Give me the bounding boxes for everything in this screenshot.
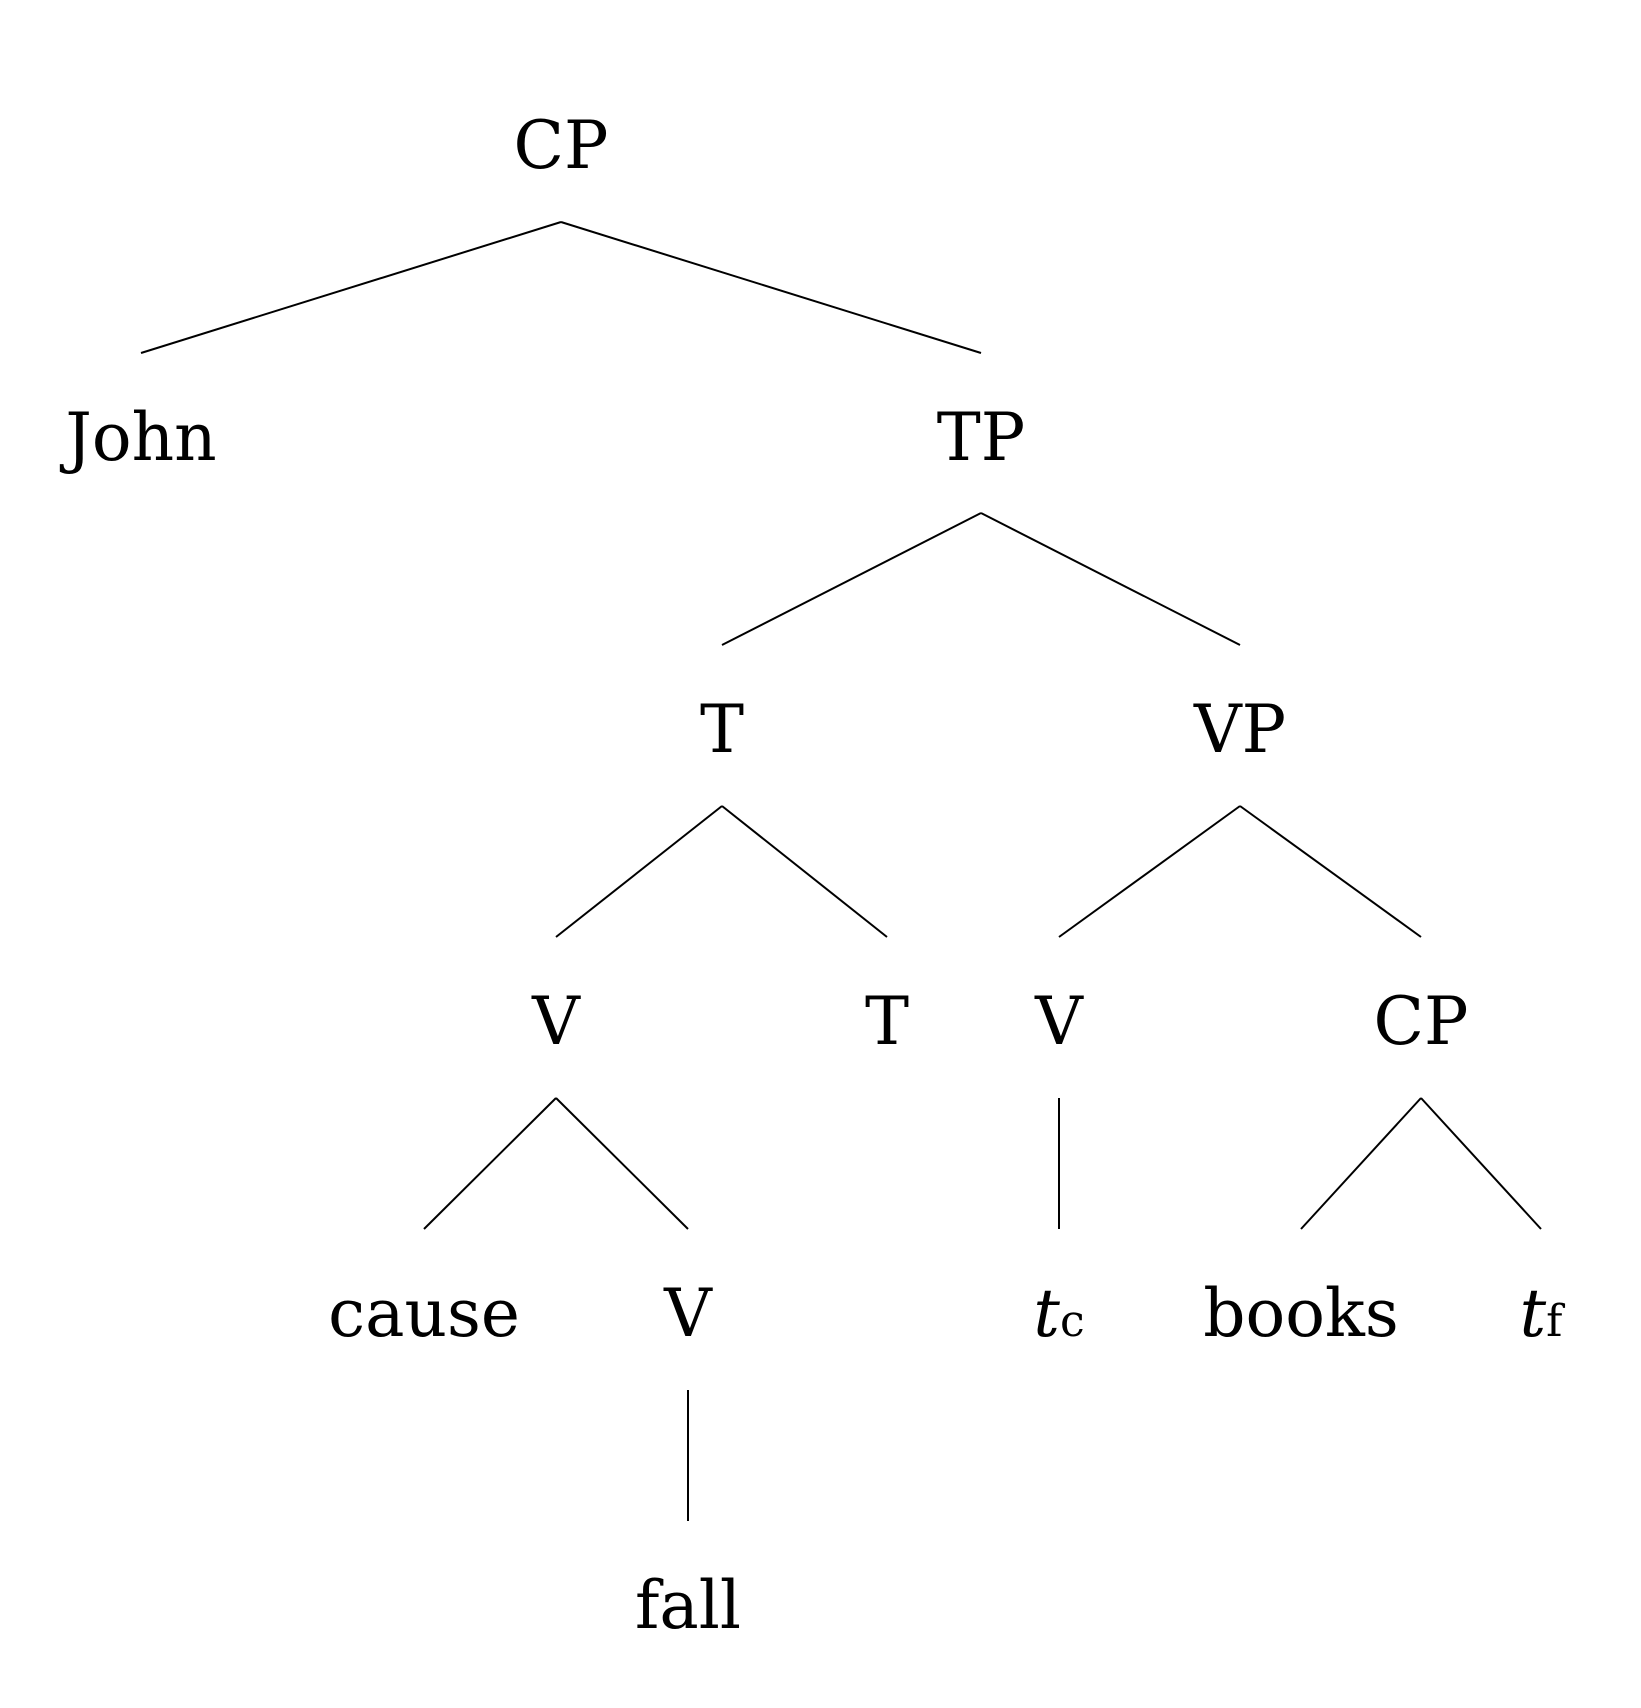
branch-cp-tp bbox=[560, 221, 982, 354]
branch-vp-cp bbox=[1239, 805, 1422, 938]
node-trace-f: tf bbox=[1520, 1275, 1566, 1352]
node-v-lower: V bbox=[663, 1275, 713, 1352]
node-trace-c: tc bbox=[1033, 1275, 1084, 1352]
tree-branches bbox=[140, 221, 1542, 1521]
node-t-head: T bbox=[865, 983, 909, 1060]
branch-t-v bbox=[555, 805, 723, 938]
trace-f-subscript: f bbox=[1546, 1296, 1565, 1347]
node-books: books bbox=[1203, 1275, 1399, 1352]
branch-t-t bbox=[721, 805, 888, 938]
node-v-complex: V bbox=[531, 983, 581, 1060]
trace-f-letter: t bbox=[1520, 1275, 1547, 1352]
node-cp-lower: CP bbox=[1374, 983, 1469, 1060]
tree-nodes: CP John TP T VP V T V CP cause V tc book… bbox=[59, 107, 1565, 1644]
branch-vp-v bbox=[1058, 805, 1241, 938]
node-vp: VP bbox=[1193, 691, 1286, 768]
branch-tp-vp bbox=[980, 512, 1241, 646]
branch-v-v bbox=[555, 1097, 689, 1230]
node-t-bar: T bbox=[700, 691, 744, 768]
node-fall: fall bbox=[635, 1567, 741, 1644]
trace-c-subscript: c bbox=[1060, 1296, 1085, 1347]
branch-cp-john bbox=[140, 221, 562, 354]
node-john: John bbox=[59, 399, 216, 476]
node-cause: cause bbox=[328, 1275, 520, 1352]
trace-c-letter: t bbox=[1033, 1275, 1060, 1352]
node-cp-root: CP bbox=[514, 107, 609, 184]
branch-v-cause bbox=[423, 1097, 557, 1230]
node-tp: TP bbox=[937, 399, 1025, 476]
node-v-trace-parent: V bbox=[1034, 983, 1084, 1060]
branch-tp-t bbox=[721, 512, 982, 646]
branch-cp-books bbox=[1300, 1097, 1422, 1230]
branch-cp-trace-f bbox=[1420, 1097, 1542, 1230]
